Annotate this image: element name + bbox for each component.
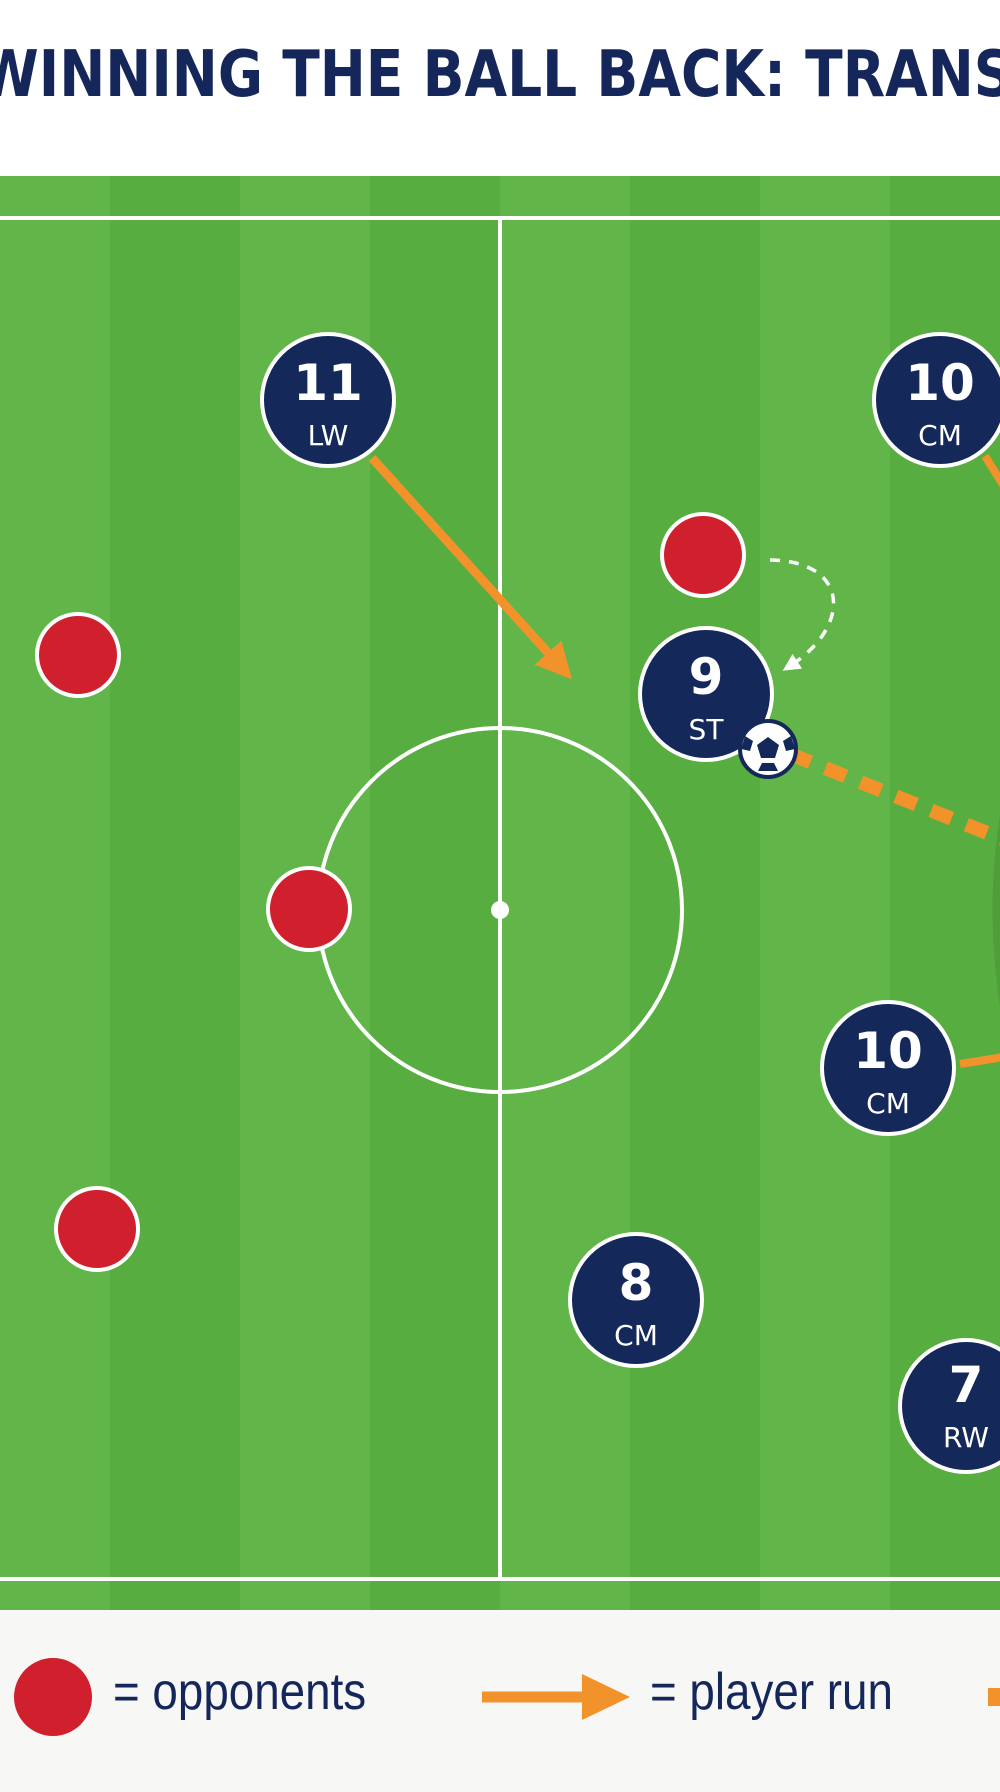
run-arrow-lw <box>368 454 573 680</box>
title-bar: WINNING THE BALL BACK: TRANSIT <box>0 0 1000 176</box>
opponent-marker <box>35 612 121 698</box>
player-rw-7: 7 RW <box>898 1338 1000 1474</box>
legend-run-arrowhead <box>582 1674 630 1720</box>
player-position: RW <box>943 1421 989 1454</box>
opponent-marker <box>54 1186 140 1272</box>
player-st-9: 9 ST <box>638 626 774 762</box>
player-position: CM <box>866 1087 910 1120</box>
player-number: 10 <box>905 354 975 412</box>
center-spot <box>491 901 509 919</box>
player-number: 7 <box>949 1356 984 1414</box>
player-position: LW <box>308 419 349 452</box>
run-arrow-cm-mid <box>959 1053 1000 1068</box>
player-number: 10 <box>853 1022 923 1080</box>
legend-symbols <box>14 1658 1000 1736</box>
touchline <box>0 216 1000 1581</box>
pitch: 11 LW 10 CM 9 ST 10 CM 8 CM 7 RW <box>0 176 1000 1610</box>
opponent-marker <box>266 866 352 952</box>
diagram-title: WINNING THE BALL BACK: TRANSIT <box>0 38 1000 112</box>
player-runs <box>368 453 1000 1068</box>
pass-line-dashed <box>787 747 1000 846</box>
player-number: 9 <box>689 648 724 706</box>
pitch-svg: 11 LW 10 CM 9 ST 10 CM 8 CM 7 RW <box>0 176 1000 1610</box>
legend-player-run-label: = player run <box>650 1663 893 1721</box>
player-lw-11: 11 LW <box>260 332 396 468</box>
pressing-run-dashed <box>769 558 836 671</box>
penalty-arc-hint <box>992 816 1000 1006</box>
legend-dashed-swatch <box>988 1688 1000 1706</box>
legend-opponents-label: = opponents <box>113 1663 367 1721</box>
opponents <box>35 512 746 1272</box>
run-arrow-cm-top <box>981 453 1000 488</box>
player-cm-10-mid: 10 CM <box>820 1000 956 1136</box>
player-cm-10-top: 10 CM <box>872 332 1000 468</box>
legend-opponent-swatch <box>14 1658 92 1736</box>
player-position: CM <box>918 419 962 452</box>
player-position: ST <box>689 713 725 746</box>
opponent-marker <box>660 512 746 598</box>
player-number: 11 <box>293 354 363 412</box>
player-number: 8 <box>619 1254 654 1312</box>
player-cm-8: 8 CM <box>568 1232 704 1368</box>
soccer-ball-icon <box>738 719 798 779</box>
player-position: CM <box>614 1319 658 1352</box>
